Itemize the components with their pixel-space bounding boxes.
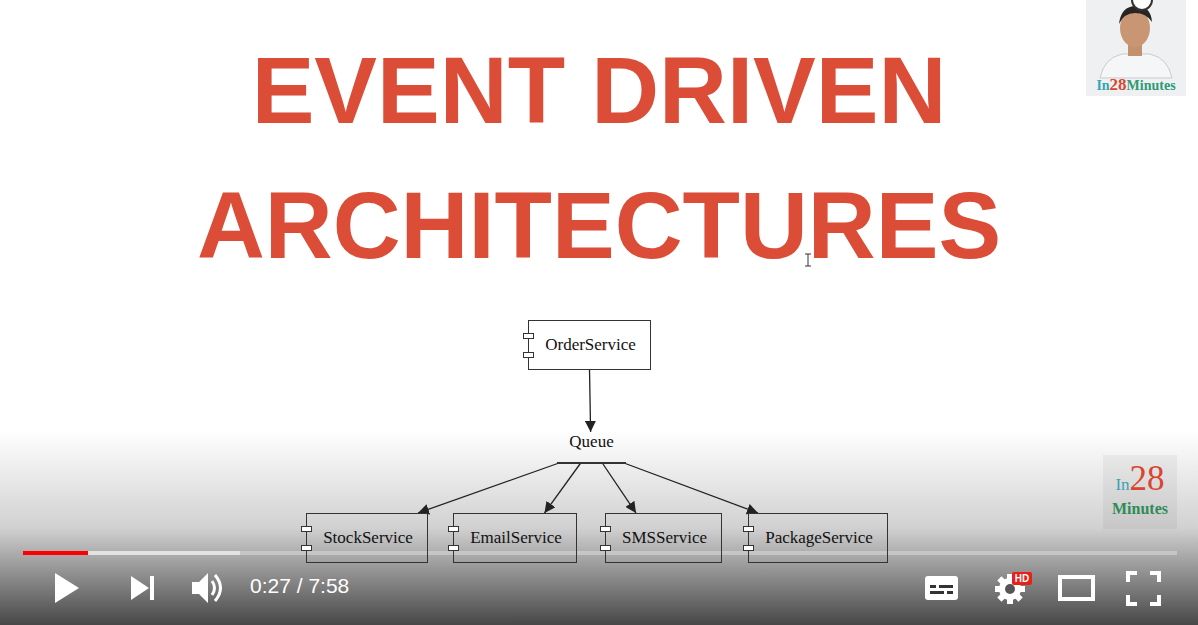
component-port (600, 545, 611, 551)
node-texts: PackageService (765, 528, 873, 548)
brand-logo: In28 (1103, 460, 1177, 499)
component-port (523, 333, 534, 339)
connector-arrow (602, 463, 636, 513)
component-box: OrderService (528, 320, 651, 370)
subtitles-line (939, 585, 953, 588)
node-label: EmailService (470, 528, 562, 548)
logo-text: 28 (1110, 76, 1127, 95)
component-port (743, 545, 754, 551)
logo-text: In (1115, 476, 1129, 495)
connector-arrow (590, 369, 591, 432)
node-texts: EmailService (470, 528, 562, 548)
next-bar (150, 576, 154, 600)
subtitles-icon (925, 576, 958, 600)
progress-played (23, 551, 88, 555)
component-box: SMSService (605, 513, 722, 563)
logo-text: Minutes (1127, 78, 1176, 93)
node-texts: Queue (569, 432, 613, 452)
node-texts: SMSService (622, 528, 707, 548)
progress-buffer (23, 551, 240, 555)
logo-text: In (1096, 78, 1109, 93)
theater-icon (1060, 577, 1093, 599)
component-port (301, 545, 312, 551)
subtitles-line (930, 585, 936, 588)
component-port (523, 352, 534, 358)
connector-arrow (545, 463, 581, 513)
logo-text: 28 (1130, 460, 1165, 499)
connector-arrow (418, 463, 559, 513)
thumbnail-ground (1086, 0, 1186, 96)
node-label: SMSService (622, 528, 707, 548)
brand-logo: Minutes (1103, 500, 1177, 518)
hd-text: HD (1012, 572, 1032, 585)
node-label: Queue (569, 432, 613, 452)
hd-badge: HD (1009, 572, 1035, 585)
volume-icon (192, 573, 208, 603)
fullscreen-icon (1128, 573, 1159, 604)
volume-wave (212, 581, 215, 595)
component-port (448, 526, 459, 532)
component-port (301, 526, 312, 532)
component-port (743, 526, 754, 532)
node-texts: StockService (323, 528, 413, 548)
logo-text: Minutes (1112, 500, 1168, 518)
component-box: PackageService (748, 513, 888, 563)
connector-arrow (624, 463, 758, 513)
subtitles-line (947, 591, 953, 594)
next-icon (131, 576, 149, 600)
time-display: 0:27 / 7:58 (250, 574, 390, 597)
presenter-shirt (1100, 54, 1172, 78)
node-label: PackageService (765, 528, 873, 548)
top-badge (1132, 0, 1152, 10)
component-box: StockService (306, 513, 428, 563)
node-label: StockService (323, 528, 413, 548)
volume-wave (215, 575, 221, 601)
play-icon (55, 573, 79, 603)
brand-logo: In28Minutes (1086, 76, 1186, 95)
component-box: EmailService (453, 513, 577, 563)
component-port (448, 545, 459, 551)
component-port (600, 526, 611, 532)
queue-fork: Queue (557, 432, 626, 464)
subtitles-line (930, 591, 944, 594)
node-label: OrderService (545, 335, 636, 355)
slide-title: EVENT DRIVEN ARCHITECTURES (194, 23, 1004, 293)
time-text: 0:27 / 7:58 (250, 574, 349, 597)
progress-track (23, 551, 1177, 555)
node-texts: OrderService (545, 335, 636, 355)
